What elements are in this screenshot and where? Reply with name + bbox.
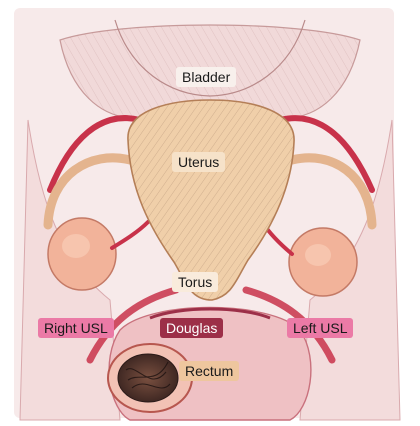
- left-ovary-highlight: [305, 244, 331, 266]
- rectum-texture: [125, 361, 171, 389]
- right-ovarian-ligament: [110, 220, 150, 250]
- left-fallopian-tube: [287, 153, 377, 230]
- right-round-ligament: [47, 115, 143, 193]
- bladder-label: Bladder: [176, 67, 237, 87]
- right-usl-label: Right USL: [38, 318, 114, 338]
- uterus-label: Uterus: [172, 152, 226, 172]
- uterus-hatching: [127, 100, 295, 300]
- rectum-label: Rectum: [179, 361, 240, 381]
- douglas-label: Douglas: [160, 318, 224, 338]
- right-ovary-highlight: [62, 234, 90, 258]
- right-fallopian-tube: [43, 153, 135, 230]
- right-usl-band: [86, 286, 180, 364]
- bladder-inner-fold: [114, 19, 306, 97]
- left-round-ligament: [277, 115, 375, 193]
- douglas-shadow: [149, 307, 271, 320]
- left-usl-band: [242, 286, 336, 364]
- torus-label: Torus: [172, 272, 219, 292]
- left-usl-label: Left USL: [287, 318, 354, 338]
